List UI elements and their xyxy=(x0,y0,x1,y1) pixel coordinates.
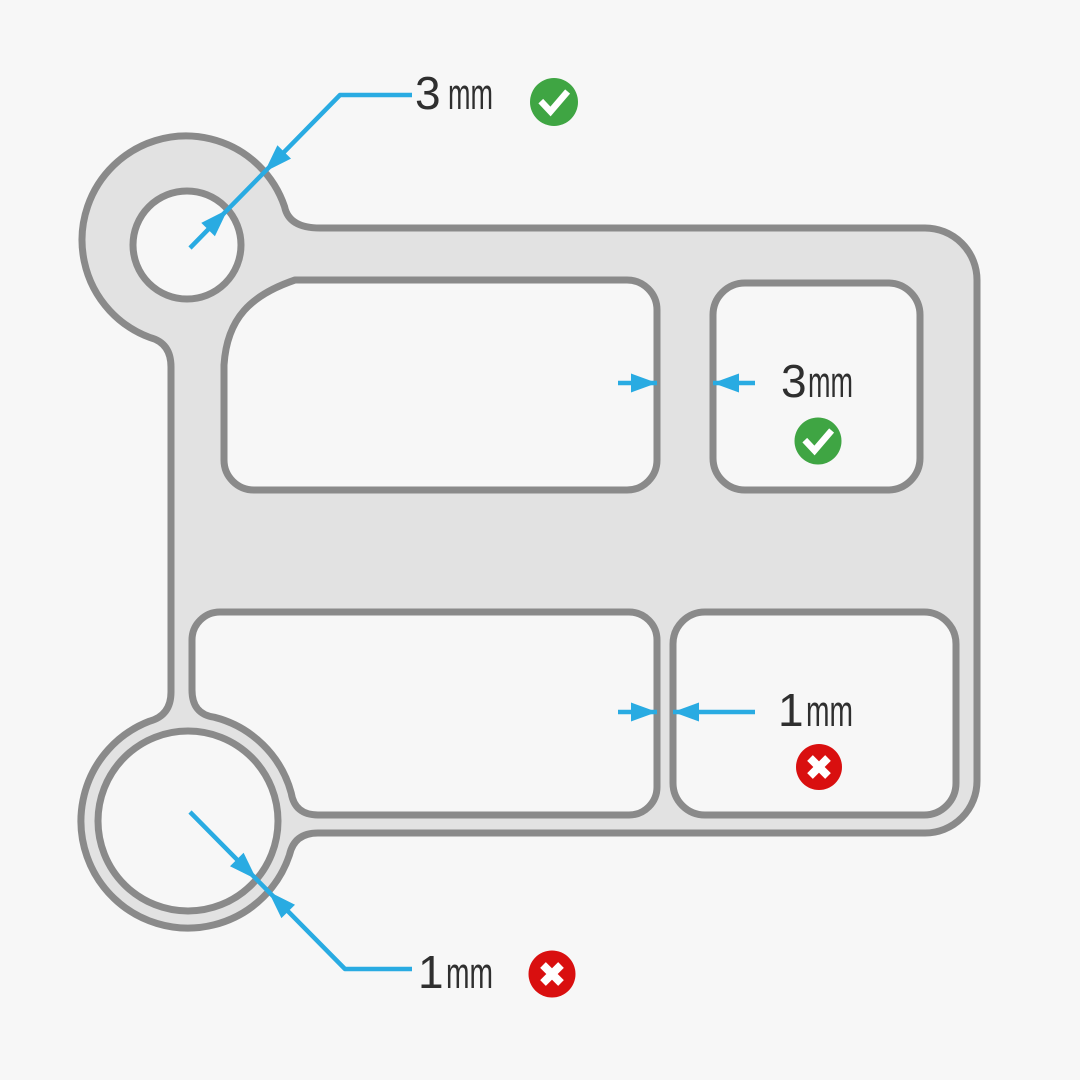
dimension-unit: mm xyxy=(808,358,853,407)
arrowhead-icon xyxy=(201,209,228,237)
dimension-value: 3 xyxy=(415,67,441,119)
arrowhead-icon xyxy=(631,373,657,393)
arrowhead-icon xyxy=(631,702,657,722)
arrowhead-icon xyxy=(230,852,257,880)
arrowhead-icon xyxy=(264,145,291,172)
dimension-annotation-upper-rib: 3 mm xyxy=(618,355,853,465)
dimension-annotation-lower-rib: 1 mm xyxy=(618,684,853,790)
dimension-annotation-bottom-ring: 1 mm xyxy=(188,810,576,998)
dimension-unit: mm xyxy=(806,687,853,736)
check-circle-icon xyxy=(794,417,842,465)
x-circle-icon xyxy=(796,744,842,790)
x-circle-icon xyxy=(528,950,576,998)
arrowhead-icon xyxy=(673,702,699,722)
part-shape xyxy=(77,132,981,932)
dimension-unit: mm xyxy=(448,70,493,119)
check-circle-icon xyxy=(530,78,578,126)
leader-line xyxy=(188,92,412,250)
dimension-value: 3 xyxy=(781,355,807,407)
arrowhead-icon xyxy=(268,891,295,919)
dimension-value: 1 xyxy=(418,946,444,998)
dimension-annotation-top-ring: 3 mm xyxy=(188,67,578,250)
arrowhead-icon xyxy=(713,373,739,393)
dimension-value: 1 xyxy=(778,684,804,736)
dimension-unit: mm xyxy=(446,949,493,998)
